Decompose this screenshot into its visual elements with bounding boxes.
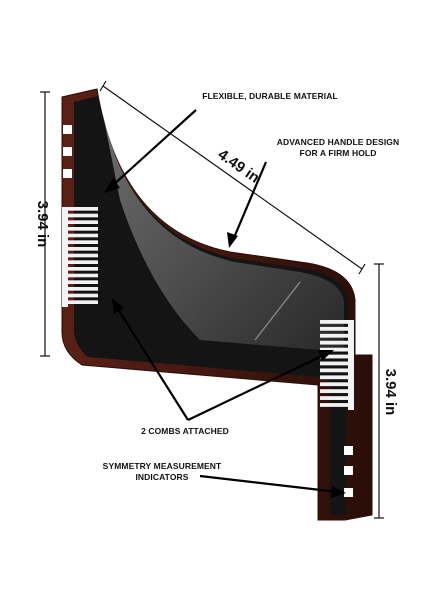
callout-combs: 2 COMBS ATTACHED bbox=[141, 426, 229, 436]
comb-tooth bbox=[320, 333, 354, 338]
right-comb bbox=[320, 320, 354, 410]
comb-tooth bbox=[62, 233, 98, 238]
callout-symmetry-line1: SYMMETRY MEASUREMENT bbox=[102, 461, 222, 471]
comb-tooth bbox=[62, 293, 98, 298]
callout-handle-line2: FOR A FIRM HOLD bbox=[299, 148, 377, 158]
comb-tooth bbox=[62, 280, 98, 284]
indicator-square bbox=[344, 466, 353, 475]
comb-tooth bbox=[320, 326, 354, 331]
indicator-square bbox=[63, 125, 72, 134]
dimension-diagonal-label: 4.49 in bbox=[215, 146, 263, 187]
comb-tooth bbox=[62, 267, 98, 271]
comb-tooth bbox=[320, 340, 354, 345]
callout-symmetry: SYMMETRY MEASUREMENT INDICATORS bbox=[92, 461, 232, 483]
comb-tooth bbox=[62, 227, 98, 231]
callout-arrows bbox=[111, 109, 339, 494]
indicator-square bbox=[63, 169, 72, 178]
comb-tooth bbox=[62, 247, 98, 251]
callout-material: FLEXIBLE, DURABLE MATERIAL bbox=[202, 91, 338, 101]
comb-tooth bbox=[320, 354, 354, 359]
comb-tooth bbox=[320, 403, 354, 407]
indicator-square bbox=[63, 147, 72, 156]
dimension-left-label: 3.94 in bbox=[34, 201, 51, 248]
comb-tooth bbox=[320, 361, 354, 366]
comb-tooth bbox=[62, 273, 98, 278]
dimension-right-label: 3.94 in bbox=[382, 369, 399, 416]
comb-tooth bbox=[320, 382, 354, 387]
comb-tooth bbox=[62, 240, 98, 244]
comb-tooth bbox=[320, 347, 354, 352]
left-comb bbox=[62, 207, 98, 307]
dimension-line-right bbox=[374, 263, 384, 519]
indicator-square bbox=[344, 488, 353, 497]
comb-tooth bbox=[62, 287, 98, 291]
comb-tooth bbox=[62, 213, 98, 218]
comb-tooth bbox=[320, 396, 354, 400]
dimension-line-left bbox=[40, 91, 50, 357]
comb-tooth bbox=[320, 320, 354, 324]
comb-tooth bbox=[62, 220, 98, 224]
comb-tooth bbox=[62, 300, 98, 304]
comb-tooth bbox=[62, 207, 98, 211]
indicator-square bbox=[344, 446, 353, 455]
dimension-line-diagonal bbox=[99, 80, 366, 275]
comb-tooth bbox=[320, 375, 354, 380]
callout-handle: ADVANCED HANDLE DESIGN FOR A FIRM HOLD bbox=[258, 137, 418, 159]
comb-tooth bbox=[320, 368, 354, 373]
callout-symmetry-line2: INDICATORS bbox=[135, 472, 189, 482]
comb-tooth bbox=[62, 260, 98, 264]
tool-glass-panel bbox=[100, 100, 344, 352]
tool-glass-highlight bbox=[254, 281, 301, 341]
arrow-heads bbox=[104, 178, 346, 498]
callout-handle-line1: ADVANCED HANDLE DESIGN bbox=[276, 137, 400, 147]
comb-tooth bbox=[62, 253, 98, 258]
comb-tooth bbox=[320, 389, 354, 394]
